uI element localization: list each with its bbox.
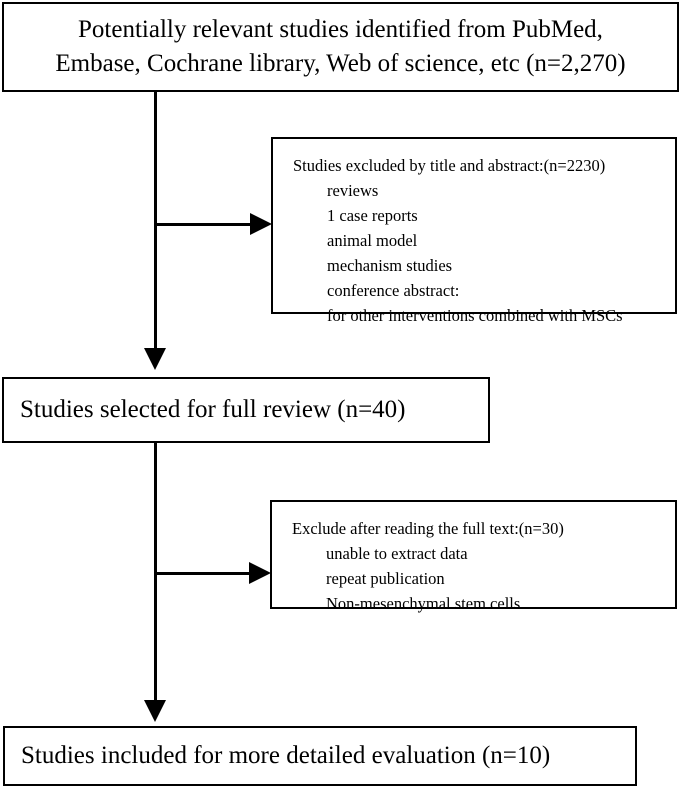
node-studies-full-review-label: Studies selected for full review (n=40) [20, 396, 406, 423]
excluded-title-abstract-item-case-reports: 1 case reports [327, 206, 418, 226]
node-studies-included: Studies included for more detailed evalu… [3, 726, 637, 786]
arrowhead-right-to-excluded-full-text [249, 562, 271, 584]
node-studies-included-label: Studies included for more detailed evalu… [21, 742, 551, 769]
node-excluded-title-abstract-heading: Studies excluded by title and abstract:(… [293, 156, 606, 175]
connector-branch-to-excluded-title-abstract [154, 223, 256, 226]
node-excluded-full-text: Exclude after reading the full text:(n=3… [270, 500, 677, 613]
excluded-title-abstract-item-conference-abstract: conference abstract: [327, 281, 460, 301]
node-studies-identified-line2: Embase, Cochrane library, Web of science… [55, 50, 626, 77]
node-studies-identified-line1: Potentially relevant studies identified … [78, 15, 603, 43]
node-studies-identified: Potentially relevant studies identified … [2, 2, 679, 92]
excluded-title-abstract-item-reviews: reviews [327, 181, 379, 201]
excluded-full-text-item-unable-extract-data: unable to extract data [326, 544, 468, 564]
excluded-full-text-item-non-mesenchymal: Non-mesenchymal stem cells [326, 594, 521, 614]
node-excluded-title-abstract: Studies excluded by title and abstract:(… [271, 137, 677, 325]
excluded-title-abstract-item-other-interventions: for other interventions combined with MS… [327, 306, 623, 326]
excluded-full-text-item-repeat-publication: repeat publication [326, 569, 445, 589]
arrowhead-right-to-excluded-title-abstract [250, 213, 272, 235]
arrowhead-down-to-full-review [144, 348, 166, 370]
connector-branch-to-excluded-full-text [154, 572, 255, 575]
arrowhead-down-to-included [144, 700, 166, 722]
node-studies-identified-text: Potentially relevant studies identified … [55, 13, 625, 82]
node-excluded-full-text-heading: Exclude after reading the full text:(n=3… [292, 519, 564, 538]
excluded-title-abstract-item-animal-model: animal model [327, 231, 418, 251]
excluded-title-abstract-item-mechanism-studies: mechanism studies [327, 256, 453, 276]
node-studies-full-review: Studies selected for full review (n=40) [2, 377, 490, 443]
